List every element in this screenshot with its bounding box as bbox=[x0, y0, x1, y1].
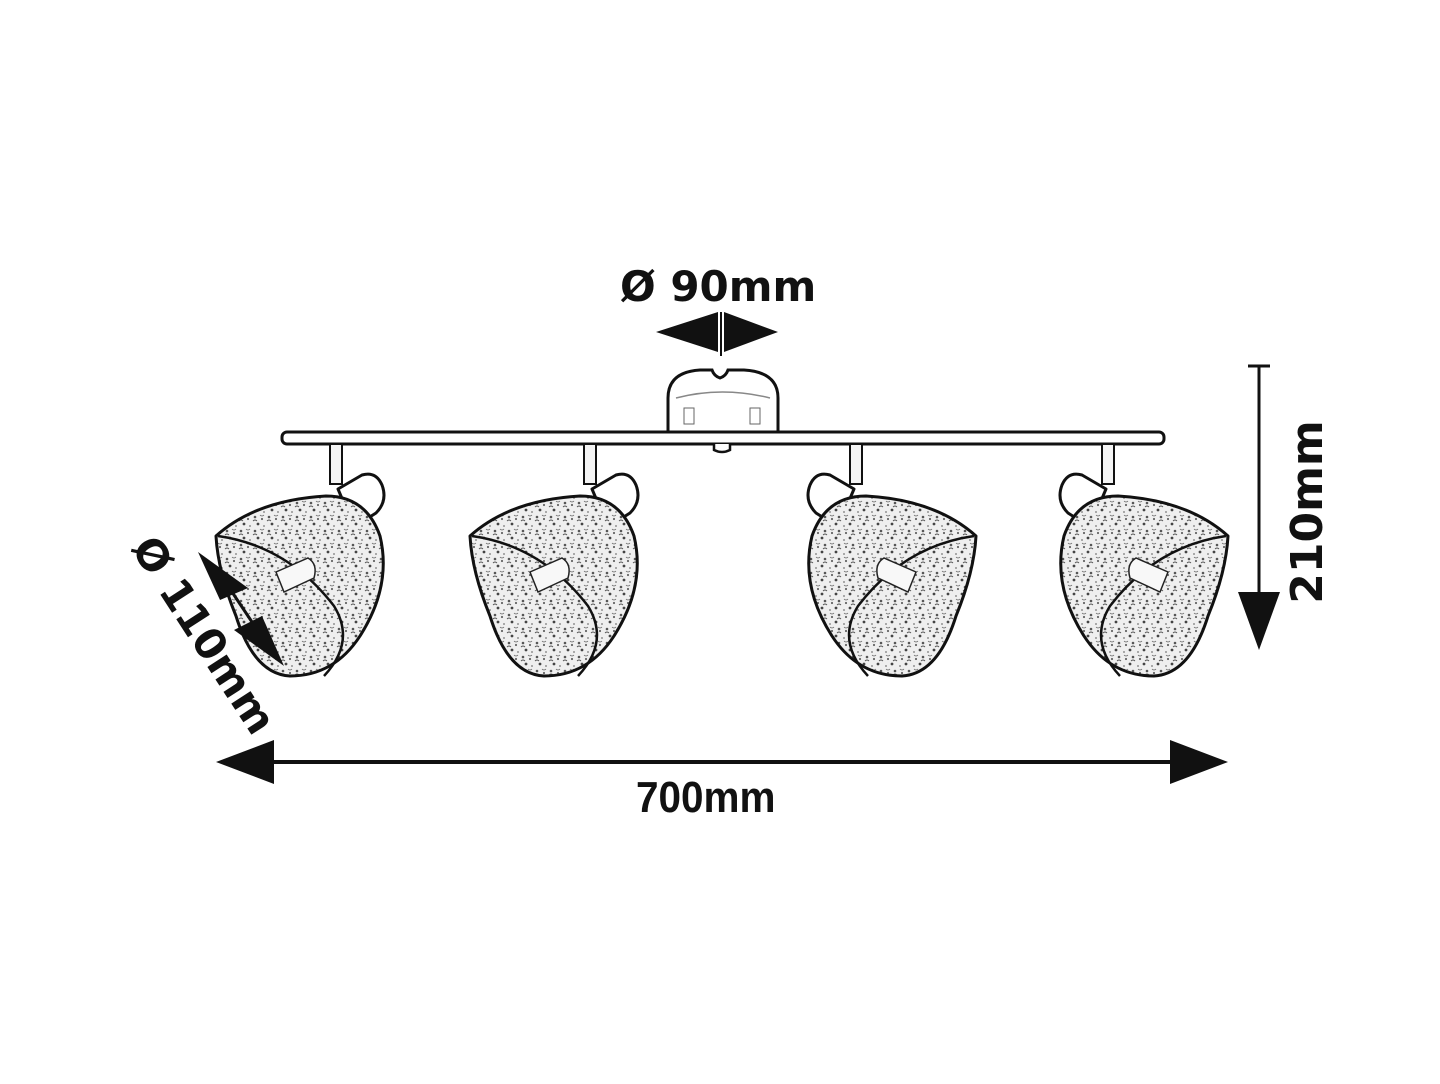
shade-diameter-arrow-icon bbox=[198, 552, 284, 666]
canopy bbox=[666, 368, 780, 432]
height-arrow-icon bbox=[1238, 364, 1280, 650]
spot-1 bbox=[214, 442, 386, 678]
spot-2 bbox=[468, 442, 640, 678]
canopy-diameter-label: Ø 90mm bbox=[620, 262, 817, 311]
width-arrow-icon bbox=[216, 740, 1228, 784]
spot-4 bbox=[1060, 444, 1228, 676]
canopy-diameter-arrow-icon bbox=[656, 312, 778, 356]
width-label: 700mm bbox=[636, 773, 776, 822]
height-label: 210mm bbox=[1282, 420, 1333, 604]
spot-3 bbox=[808, 444, 976, 676]
mounting-bar bbox=[280, 430, 1166, 454]
